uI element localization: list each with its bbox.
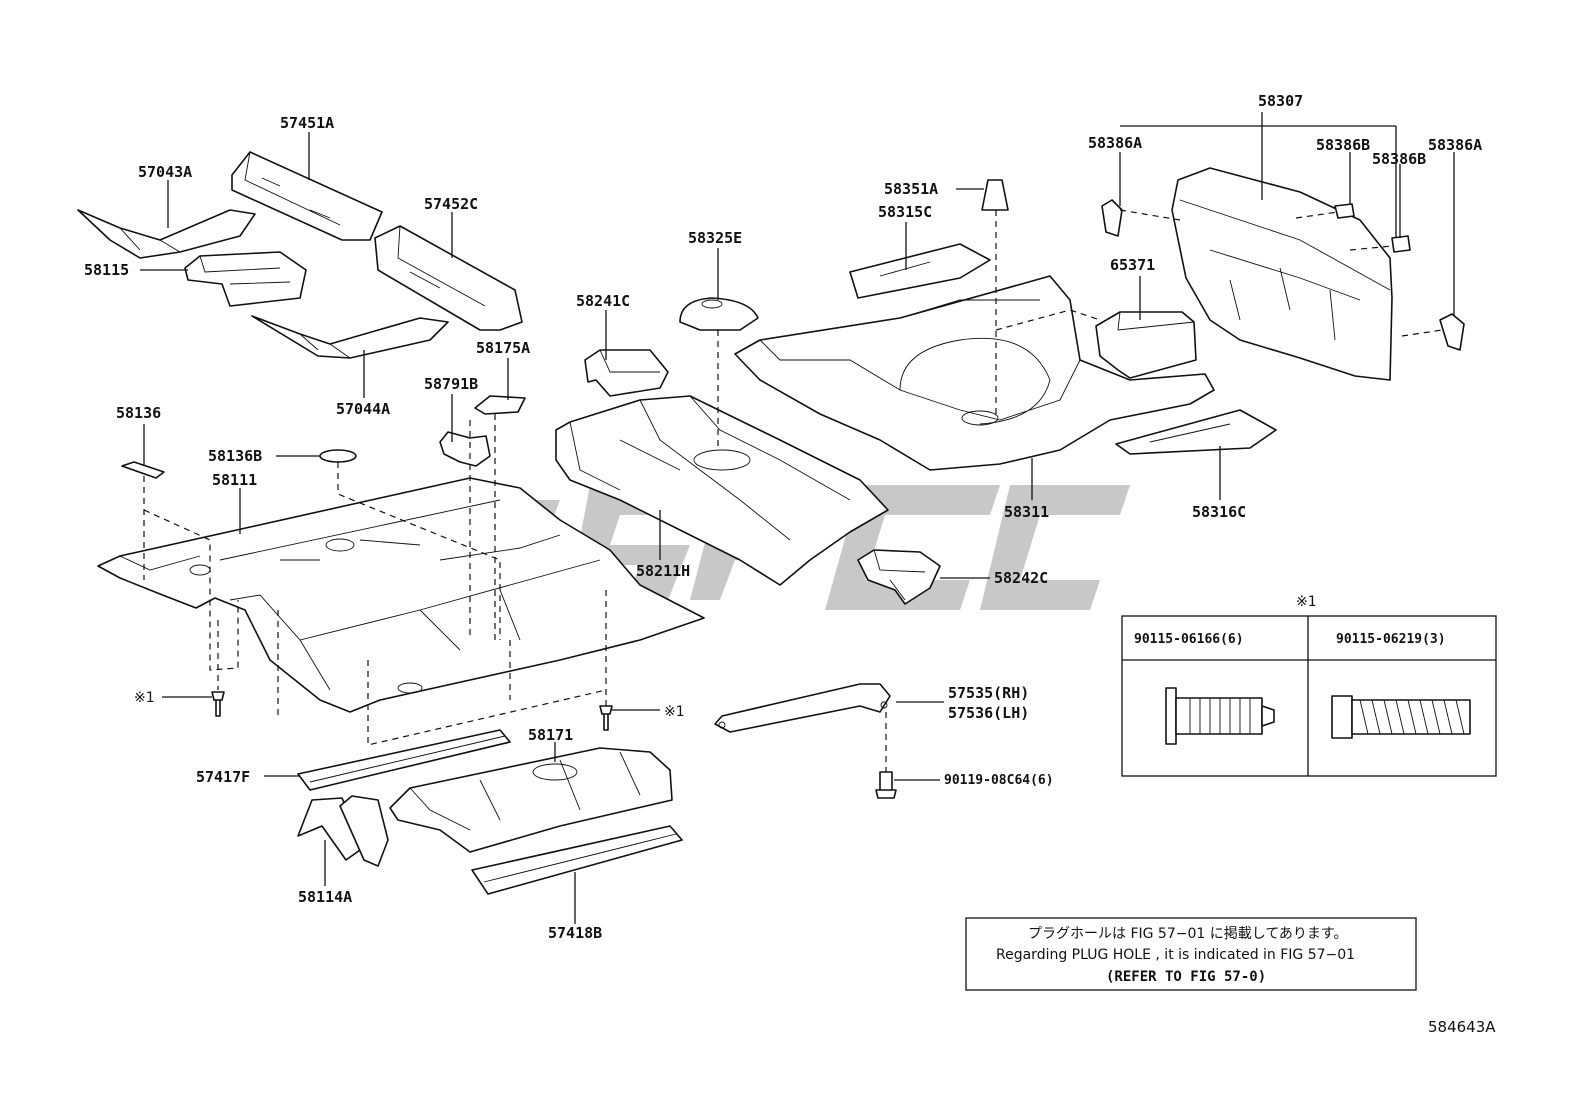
note-line-jp: プラグホールは FIG 57−01 に掲載してあります。 xyxy=(1028,926,1348,942)
note-line-en: Regarding PLUG HOLE , it is indicated in… xyxy=(996,947,1355,963)
fastener-col2-header: 90115-06219(3) xyxy=(1336,632,1446,647)
fastener-col1-header: 90115-06166(6) xyxy=(1134,632,1244,647)
part-58114A-shape xyxy=(297,795,389,867)
label-57418B: 57418B xyxy=(548,924,602,942)
part-57044A-shape xyxy=(251,315,449,359)
part-57043A-shape xyxy=(77,209,256,259)
part-labels: 57451A 57043A 57452C 58115 57044A 58175A… xyxy=(84,92,1482,942)
part-58791B-shape xyxy=(439,431,491,467)
label-58386A-left: 58386A xyxy=(1088,134,1142,152)
part-58311-shape xyxy=(734,275,1215,471)
label-58111: 58111 xyxy=(212,471,257,489)
part-58241C-shape xyxy=(584,349,669,397)
part-58111-shape xyxy=(97,477,705,713)
part-58386A-left-shape xyxy=(1101,199,1123,237)
part-58351A-shape xyxy=(981,179,1009,211)
part-90119-shape xyxy=(875,771,897,799)
bolt-left-shape xyxy=(211,691,225,717)
label-58316C: 58316C xyxy=(1192,503,1246,521)
label-58325E: 58325E xyxy=(688,229,742,247)
part-58307-shape xyxy=(1171,167,1393,381)
label-57535: 57535(RH) xyxy=(948,684,1029,702)
part-58315C-shape xyxy=(849,243,991,299)
label-58136: 58136 xyxy=(116,404,161,422)
part-57451A-shape xyxy=(231,151,383,241)
label-57044A: 57044A xyxy=(336,400,390,418)
label-58115: 58115 xyxy=(84,261,129,279)
diagram-id: 584643A xyxy=(1428,1018,1496,1036)
label-58136B: 58136B xyxy=(208,447,262,465)
label-90119: 90119-08C64(6) xyxy=(944,773,1054,788)
label-mark1-right: ※1 xyxy=(664,704,685,720)
part-58136-shape xyxy=(121,461,165,479)
label-57452C: 57452C xyxy=(424,195,478,213)
leader-lines xyxy=(140,112,1455,924)
part-58325E-shape xyxy=(679,297,759,331)
part-57535-shape xyxy=(714,683,891,733)
part-58171-shape xyxy=(389,747,673,853)
label-65371: 65371 xyxy=(1110,256,1155,274)
label-57417F: 57417F xyxy=(196,768,250,786)
label-57451A: 57451A xyxy=(280,114,334,132)
assembly-dashed-lines xyxy=(143,209,1443,772)
label-58242C: 58242C xyxy=(994,569,1048,587)
fastener-table-mark: ※1 xyxy=(1296,594,1317,610)
part-58386B-1-shape xyxy=(1334,203,1355,219)
label-58307: 58307 xyxy=(1258,92,1303,110)
flange-bolt-icon xyxy=(1165,687,1275,745)
part-58136B-shape xyxy=(319,449,357,463)
fastener-table: ※1 90115-06166(6) 90115-06219(3) xyxy=(1121,594,1497,777)
part-57417F-shape xyxy=(297,729,511,791)
label-58315C: 58315C xyxy=(878,203,932,221)
part-65371-shape xyxy=(1095,311,1197,379)
label-58171: 58171 xyxy=(528,726,573,744)
label-58791B: 58791B xyxy=(424,375,478,393)
label-58386B-2: 58386B xyxy=(1372,150,1426,168)
part-58386B-2-shape xyxy=(1391,235,1411,253)
label-57043A: 57043A xyxy=(138,163,192,181)
part-57418B-shape xyxy=(471,825,683,895)
label-58175A: 58175A xyxy=(476,339,530,357)
label-57536: 57536(LH) xyxy=(948,704,1029,722)
label-58211H: 58211H xyxy=(636,562,690,580)
part-57452C-shape xyxy=(374,225,523,331)
note-box: プラグホールは FIG 57−01 に掲載してあります。 Regarding P… xyxy=(965,917,1417,991)
part-58211H-shape xyxy=(555,395,889,586)
bolt-right-shape xyxy=(599,705,613,731)
label-58241C: 58241C xyxy=(576,292,630,310)
part-58115-shape xyxy=(184,251,307,307)
part-58316C-shape xyxy=(1115,409,1277,455)
label-58386B-1: 58386B xyxy=(1316,136,1370,154)
label-58351A: 58351A xyxy=(884,180,938,198)
part-58386A-right-shape xyxy=(1439,313,1465,351)
part-58175A-shape xyxy=(474,395,526,415)
threaded-bolt-icon xyxy=(1331,695,1471,739)
label-58311: 58311 xyxy=(1004,503,1049,521)
label-mark1-left: ※1 xyxy=(134,690,155,706)
label-58114A: 58114A xyxy=(298,888,352,906)
note-line-ref: (REFER TO FIG 57-0) xyxy=(1106,969,1266,985)
label-58386A-right: 58386A xyxy=(1428,136,1482,154)
part-58242C-shape xyxy=(857,549,941,605)
